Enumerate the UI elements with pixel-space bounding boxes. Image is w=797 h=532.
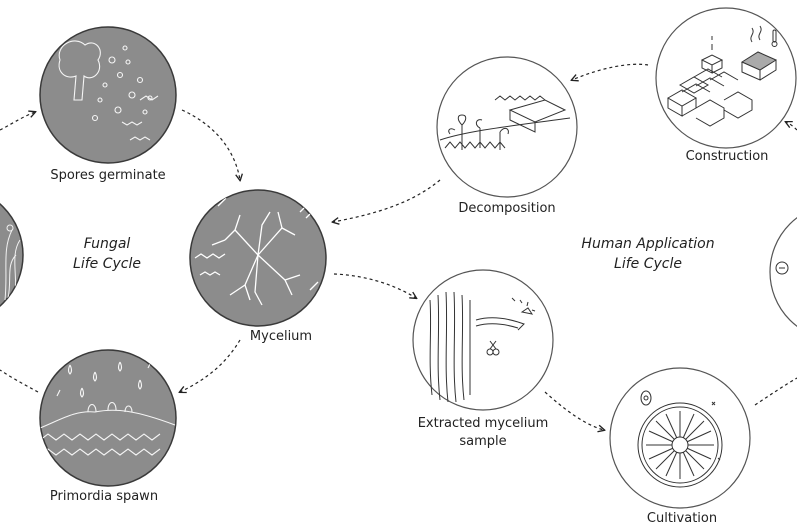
human-stage-extracted — [412, 269, 554, 411]
arrow-spores-to-mycelium — [181, 109, 240, 180]
arrow-cultivation-to-right — [754, 377, 797, 406]
arrow-decomposition-to-mycelium — [333, 179, 441, 222]
fungal-stage-spores — [39, 26, 177, 164]
human-stage-right-circle — [769, 217, 797, 327]
fungal-stage-left-circle — [0, 203, 24, 307]
label-decomposition: Decomposition — [458, 201, 556, 216]
label-extracted-line1: Extracted mycelium — [417, 416, 549, 431]
arrow-mycelium-to-primordia — [180, 339, 241, 392]
human-stage-cultivation — [609, 367, 751, 509]
arrow-construction-to-decomposition — [572, 63, 649, 80]
label-extracted-mycelium-sample: Extracted mycelium sample — [418, 415, 549, 451]
fungal-stage-mycelium — [189, 189, 327, 327]
human-stage-decomposition — [436, 56, 578, 198]
fungal-cycle-title-line1: Fungal — [83, 236, 131, 252]
label-construction: Construction — [685, 149, 769, 164]
label-spores-germinate: Spores germinate — [50, 168, 166, 183]
arrow-mycelium-to-extracted — [333, 273, 416, 298]
fungal-cycle-title: Fungal Life Cycle — [73, 234, 141, 274]
human-stage-construction — [655, 7, 797, 149]
label-extracted-line2: sample — [459, 434, 507, 449]
label-primordia-spawn: Primordia spawn — [49, 489, 159, 504]
human-cycle-title-line2: Life Cycle — [614, 256, 682, 272]
arrow-extracted-to-cultivation — [544, 391, 604, 430]
human-cycle-title-line1: Human Application — [581, 236, 715, 252]
label-mycelium: Mycelium — [249, 329, 313, 344]
arrow-primordia-to-left — [0, 369, 39, 393]
arrow-left-to-spores — [0, 112, 35, 131]
fungal-cycle-title-line2: Life Cycle — [73, 256, 141, 272]
label-cultivation: Cultivation — [646, 511, 718, 526]
human-cycle-title: Human Application Life Cycle — [581, 234, 714, 274]
fungal-stage-primordia — [39, 349, 177, 487]
arrow-right-to-construction — [786, 122, 797, 131]
